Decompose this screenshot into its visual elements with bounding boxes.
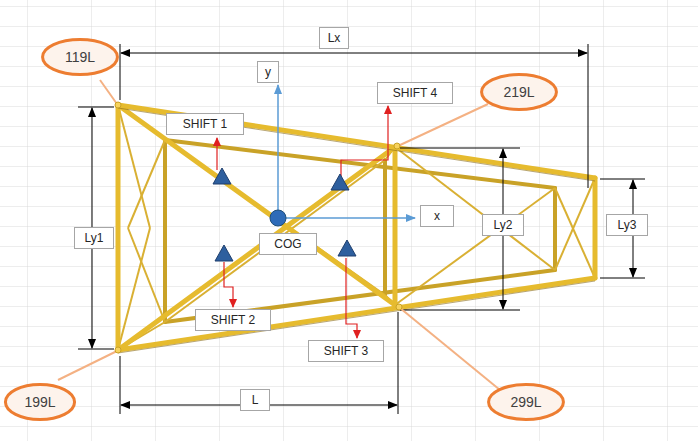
- label-text: Ly3: [618, 218, 637, 232]
- label-text: SHIFT 2: [211, 313, 255, 327]
- dimension-label: Ly2: [482, 214, 524, 236]
- label-text: SHIFT 1: [183, 117, 227, 131]
- callout-number: 119L: [41, 38, 119, 76]
- axis-label: y: [257, 61, 279, 83]
- label-text: y: [265, 65, 271, 79]
- callout-text: 219L: [503, 84, 534, 100]
- label-text: x: [434, 209, 440, 223]
- shift-label: SHIFT 3: [308, 340, 384, 362]
- shift-label: SHIFT 2: [195, 309, 271, 331]
- callout-text: 199L: [24, 394, 55, 410]
- cog-label: COG: [259, 233, 317, 255]
- dimension-label: Ly3: [606, 214, 648, 236]
- label-text: Lx: [328, 31, 341, 45]
- dimension-label: Lx: [319, 27, 349, 49]
- shift-label: SHIFT 4: [377, 82, 453, 104]
- callout-number: 299L: [487, 383, 565, 421]
- label-text: Ly1: [85, 231, 104, 245]
- callout-number: 199L: [4, 383, 76, 421]
- label-text: COG: [274, 237, 301, 251]
- callout-text: 119L: [65, 49, 95, 65]
- label-text: Ly2: [494, 218, 513, 232]
- dimension-label: Ly1: [74, 227, 114, 249]
- label-text: SHIFT 4: [393, 86, 437, 100]
- label-text: L: [252, 393, 259, 407]
- callout-text: 299L: [510, 394, 541, 410]
- callout-number: 219L: [480, 73, 558, 111]
- shift-label: SHIFT 1: [166, 113, 244, 135]
- axis-label: x: [420, 205, 454, 227]
- label-text: SHIFT 3: [324, 344, 368, 358]
- dimension-label: L: [240, 389, 270, 411]
